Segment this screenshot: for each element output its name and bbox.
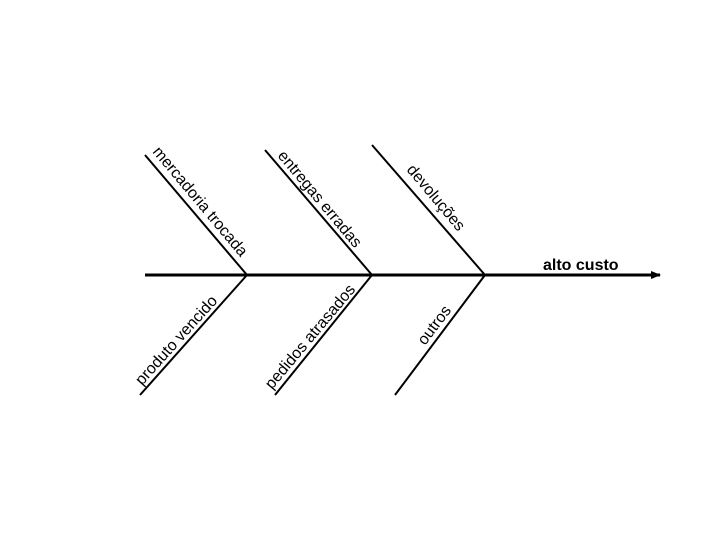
- bone-top-1: [144, 154, 248, 276]
- bone-bottom-2: [274, 274, 373, 396]
- cause-label-top-3: devoluções: [403, 162, 468, 235]
- effect-label: alto custo: [543, 257, 619, 274]
- cause-label-bottom-1: produto vencido: [132, 293, 221, 389]
- bone-top-3: [371, 144, 486, 276]
- cause-label-bottom-2: pedidos atrasados: [262, 281, 359, 392]
- cause-label-top-2: entregas erradas: [274, 148, 365, 252]
- bone-bottom-1: [139, 274, 248, 396]
- bone-top-2: [264, 149, 373, 276]
- bone-bottom-3: [394, 274, 486, 396]
- cause-label-top-1: mercadoria trocada: [149, 144, 251, 261]
